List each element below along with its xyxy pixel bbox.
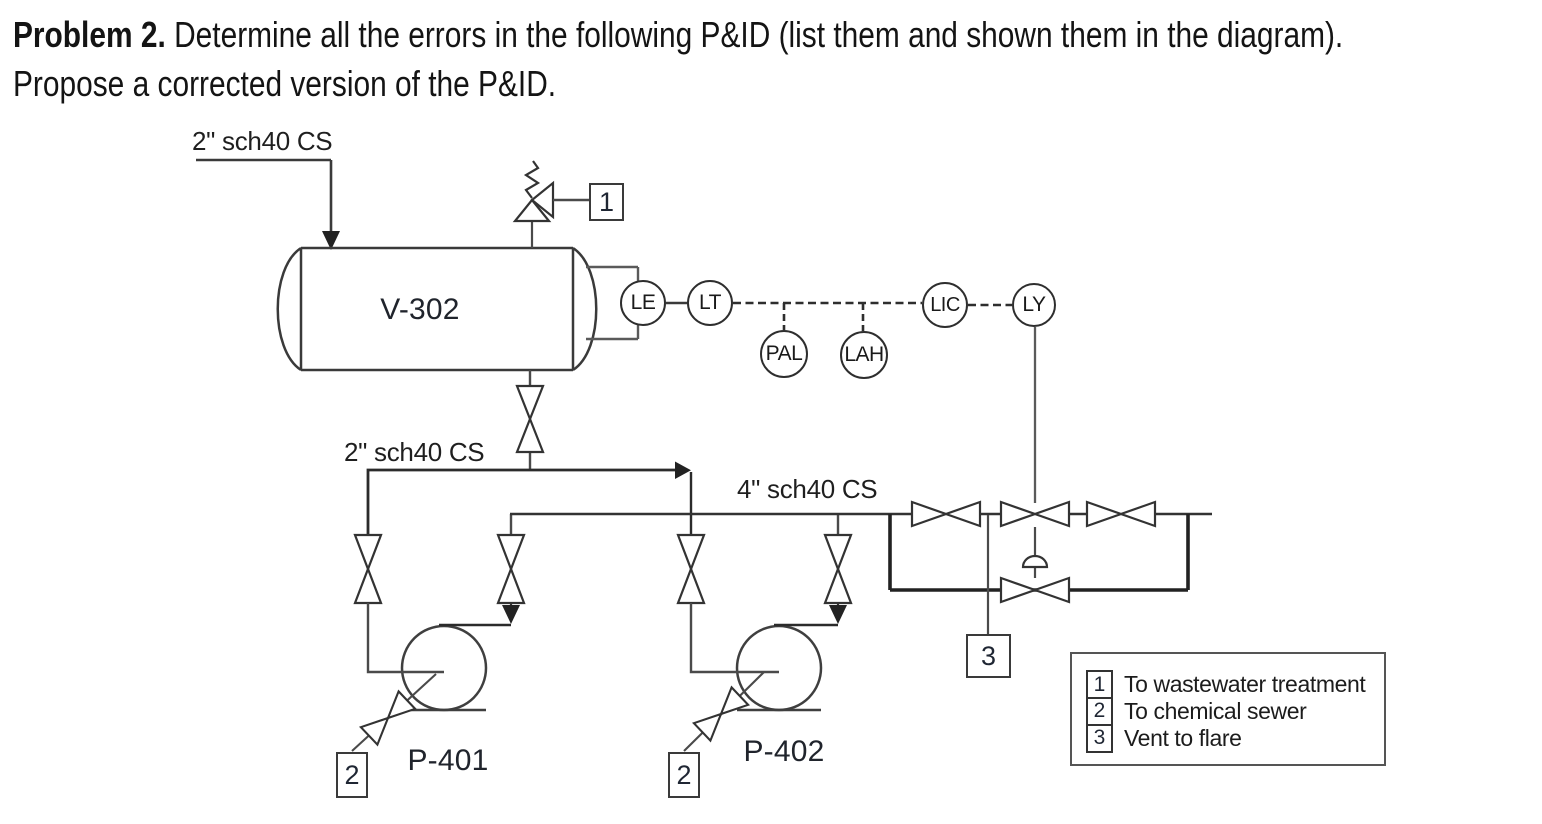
vessel-v302-symbol [276, 246, 598, 372]
legend-label-2: To chemical sewer [1124, 697, 1307, 724]
problem-statement: Problem 2. Determine all the errors in t… [13, 10, 1542, 108]
vessel-outlet-valve-icon [515, 370, 545, 470]
problem-statement-line1: Problem 2. Determine all the errors in t… [13, 10, 1542, 59]
pump-b-suction-valve-icon [676, 533, 779, 674]
flow-arrow-icon [322, 231, 340, 250]
suction-pipe-spec-label: 2" sch40 CS [344, 437, 485, 467]
pump-p401-symbol [400, 624, 488, 712]
instrument-label: LIC [930, 293, 960, 316]
connector-box-pump-b-drain: 2 [668, 752, 700, 798]
relief-valve-icon [512, 160, 589, 248]
problem-statement-line2: Propose a corrected version of the P&ID. [13, 63, 557, 104]
legend-key-2: 2 [1086, 696, 1113, 726]
pump-p402-symbol [735, 624, 823, 712]
legend-key-1: 1 [1086, 670, 1113, 699]
flow-arrow-icon [502, 605, 520, 624]
problem-number: Problem 2. [13, 14, 166, 55]
feed-pipe-spec-label: 2" sch40 CS [192, 126, 333, 156]
legend-key-3: 3 [1086, 723, 1113, 753]
pump-b-tag: P-402 [743, 735, 825, 768]
connector-box-relief-outlet: 1 [589, 183, 624, 221]
header-pipe-spec-label: 4" sch40 CS [737, 474, 878, 504]
bypass-valve-icon [999, 576, 1071, 604]
pump-a-drain-valve-icon [351, 673, 437, 752]
connector-box-vent: 3 [966, 634, 1011, 678]
instrument-label: LE [630, 291, 656, 314]
suction-distribution-line [366, 461, 693, 535]
pump-a-discharge-valve-icon [439, 514, 526, 627]
legend-item-chemical-sewer: 2 To chemical sewer [1086, 696, 1384, 726]
instrument-label: PAL [765, 342, 803, 365]
pump-b-discharge-valve-icon [774, 514, 853, 627]
instrument-signal-lines [666, 301, 1037, 503]
header-block-valve-icons [910, 500, 1157, 528]
instrument-bubble-lic: LIC [922, 282, 968, 328]
instrument-label: LAH [844, 343, 884, 366]
instrument-bubble-pal: PAL [760, 330, 808, 378]
bypass-loop-line [888, 514, 1190, 592]
flow-arrow-icon [829, 605, 847, 624]
connector-box-pump-a-drain: 2 [336, 752, 368, 798]
legend-box: 1 To wastewater treatment 2 To chemical … [1070, 652, 1386, 766]
control-valve-icon [999, 500, 1071, 528]
legend-label-1: To wastewater treatment [1124, 671, 1366, 697]
instrument-bubble-lt: LT [687, 280, 733, 326]
block-valve-icon [910, 500, 982, 528]
block-valve-icon [1085, 500, 1157, 528]
feed-inlet-line [196, 158, 340, 250]
relief-spring-icon [523, 160, 541, 199]
pump-b-drain-valve-icon [683, 671, 765, 752]
problem-text: Determine all the errors in the followin… [165, 14, 1344, 55]
flow-arrow-icon [675, 461, 691, 479]
instrument-bubble-le: LE [620, 280, 666, 326]
legend-item-wastewater: 1 To wastewater treatment [1086, 670, 1384, 699]
instrument-bubble-ly: LY [1012, 283, 1056, 327]
legend-item-vent-flare: 3 Vent to flare [1086, 723, 1384, 753]
instrument-label: LY [1022, 293, 1046, 316]
vessel-tag: V-302 [380, 293, 460, 326]
pump-a-suction-valve-icon [353, 533, 444, 674]
instrument-bubble-lah: LAH [840, 331, 888, 379]
instrument-label: LT [699, 291, 721, 314]
legend-label-3: Vent to flare [1124, 724, 1242, 751]
valve-actuator-icon [1021, 527, 1049, 578]
pump-a-tag: P-401 [407, 744, 489, 777]
